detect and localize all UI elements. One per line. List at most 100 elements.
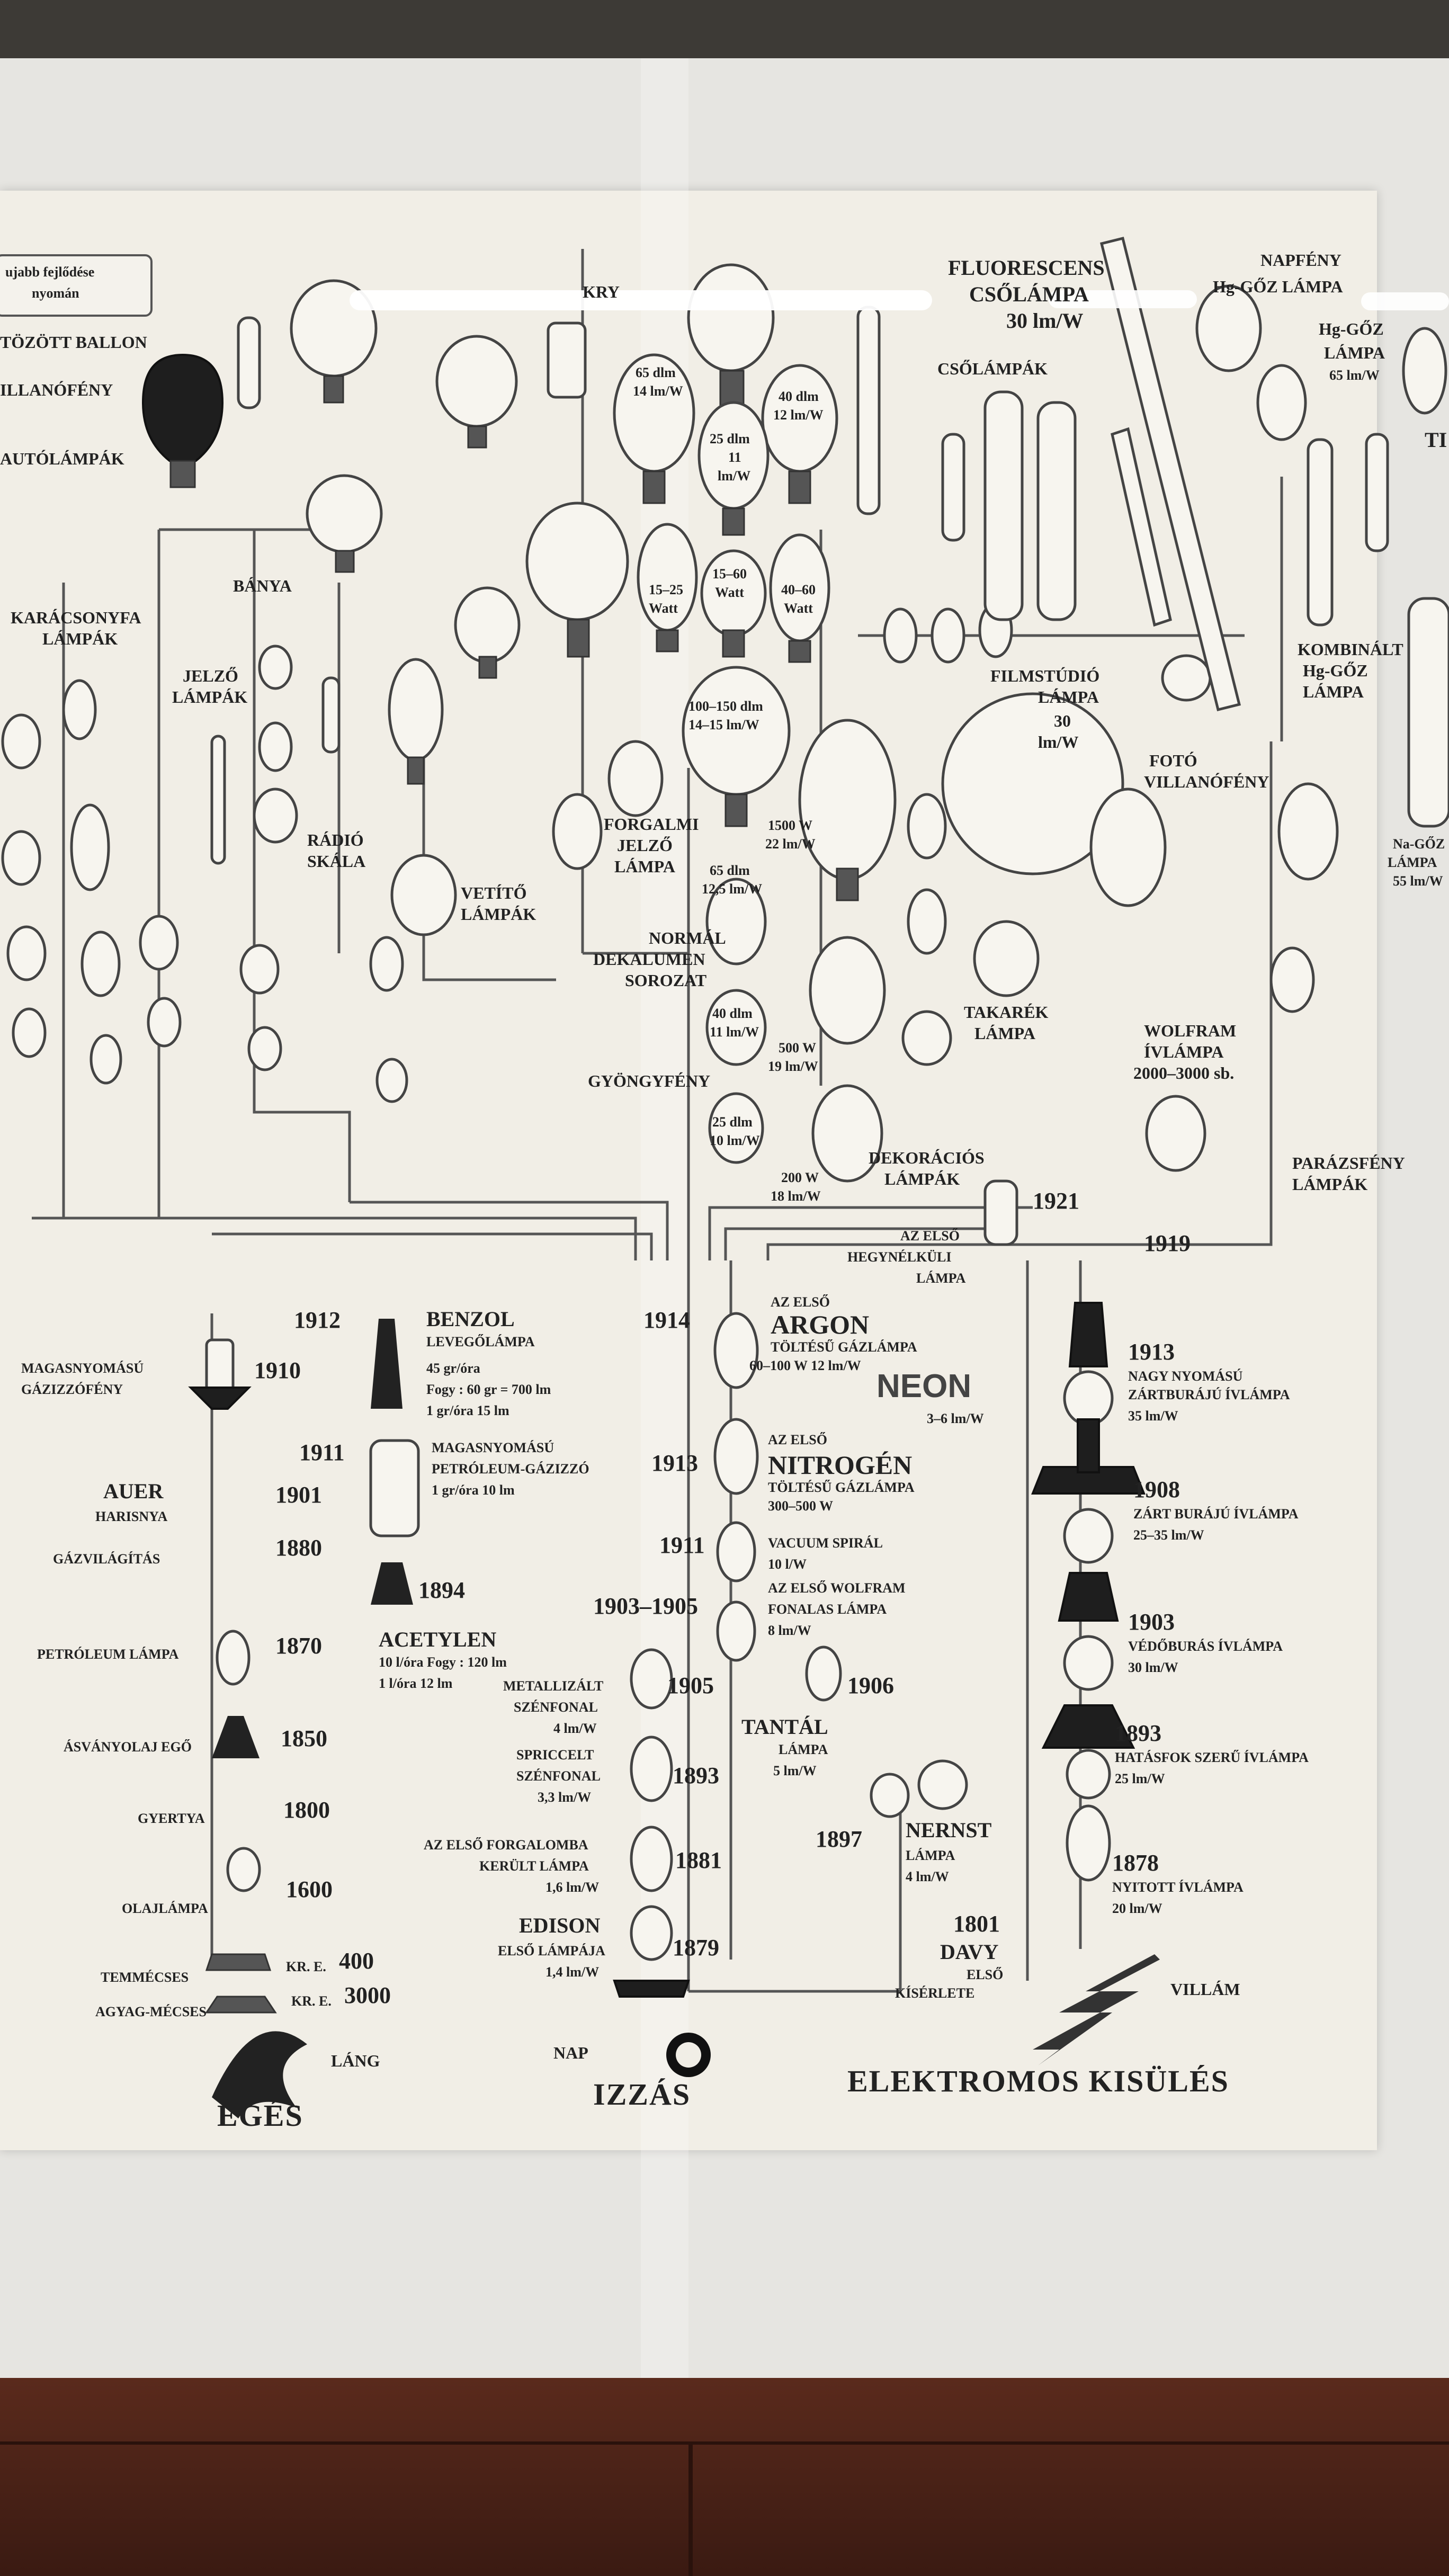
label-radio: SKÁLA (307, 852, 366, 871)
spec-label: 1 l/óra 12 lm (379, 1676, 453, 1691)
year-label: 1921 (1033, 1188, 1079, 1214)
year-label: 1908 (1133, 1477, 1180, 1502)
label-acetylen: ACETYLEN (379, 1627, 497, 1651)
label-harisnya: HARISNYA (95, 1509, 168, 1524)
label-edison-sub: ELSŐ LÁMPÁJA (498, 1943, 605, 1958)
label-na-goz: 55 lm/W (1393, 873, 1443, 889)
spec-label: 5 lm/W (773, 1763, 817, 1778)
spec-label: LÁMPA (906, 1848, 955, 1863)
label-petroleum-gazizzo: MAGASNYOMÁSÚ (432, 1440, 554, 1455)
label-edison: EDISON (519, 1913, 601, 1937)
year-label: 1600 (286, 1876, 333, 1902)
spec-label: KÍSÉRLETE (895, 1985, 975, 2001)
glass-glare (1361, 292, 1449, 310)
spec-label: 30 lm/W (1128, 1660, 1178, 1675)
label-normal: DEKALUMEN (593, 950, 705, 969)
spec-label: 14 lm/W (633, 383, 683, 399)
label-metallizalt: SZÉNFONAL (514, 1700, 598, 1715)
label-elso-hegynelkuli: AZ ELSŐ (900, 1228, 960, 1244)
label-foto: VILLANÓFÉNY (1144, 772, 1269, 791)
spec-label: 1,6 lm/W (545, 1880, 600, 1895)
label-wolfram: 2000–3000 sb. (1133, 1063, 1235, 1083)
year-label: 1850 (281, 1725, 327, 1751)
label-foto: FOTÓ (1149, 751, 1197, 770)
lower-lamps (188, 1179, 1146, 2118)
label-na-goz: LÁMPA (1388, 855, 1437, 870)
label-karacsonyfa: KARÁCSONYFA (11, 608, 141, 627)
label-takarek: TAKARÉK (964, 1003, 1049, 1022)
label-spriccelt: SPRICCELT (516, 1747, 594, 1763)
year-label: 1870 (275, 1633, 322, 1659)
label-temmecses: TEMMÉCSES (101, 1970, 189, 1985)
spec-label: 14–15 lm/W (688, 717, 759, 732)
label-az-elso: AZ ELSŐ (768, 1432, 827, 1447)
spec-label: 65 dlm (710, 863, 750, 878)
year-label: 1911 (659, 1532, 705, 1558)
label-wolfram: WOLFRAM (1144, 1021, 1237, 1040)
year-label: 1894 (418, 1577, 465, 1603)
label-gazvilagitas: GÁZVILÁGÍTÁS (53, 1551, 160, 1567)
spec-label: 1500 W (768, 818, 813, 833)
corner-note-box (0, 254, 153, 317)
label-wolfram-fonalas: AZ ELSŐ WOLFRAM (768, 1580, 906, 1596)
spec-label: 300–500 W (768, 1498, 834, 1514)
label-gyertya: GYERTYA (138, 1811, 205, 1826)
label-kombinalt: Hg-GŐZ (1303, 661, 1368, 680)
label-nernst: NERNST (906, 1818, 992, 1842)
label-filmstudio: LÁMPA (1038, 687, 1099, 706)
spec-label: TÖLTÉSŰ GÁZLÁMPA (768, 1480, 915, 1495)
label-kr-e: KR. E. (291, 1993, 332, 2009)
label-banya: BÁNYA (233, 576, 292, 595)
label-elso-forgalomba: KERÜLT LÁMPA (479, 1858, 589, 1874)
label-elso-forgalomba: AZ ELSŐ FORGALOMBA (424, 1837, 588, 1853)
year-label: 1914 (643, 1307, 690, 1333)
label-parazsfeny: LÁMPÁK (1292, 1175, 1368, 1194)
spec-label: VÉDŐBURÁS ÍVLÁMPA (1128, 1639, 1283, 1654)
spec-label: 15–25 (649, 582, 683, 597)
category-title-eges: ÉGÉS (217, 2098, 303, 2133)
spec-label: 60–100 W 12 lm/W (749, 1358, 861, 1373)
year-label: 1911 (299, 1439, 345, 1465)
label-wolfram-fonalas: FONALAS LÁMPA (768, 1602, 887, 1617)
spec-label: 20 lm/W (1112, 1901, 1162, 1916)
label-forgalmi: JELZŐ (617, 836, 673, 855)
label-kr-e: KR. E. (286, 1959, 326, 1974)
spec-label: 25 dlm (710, 431, 750, 446)
label-kry: KRY (583, 282, 620, 301)
spec-label: 3,3 lm/W (538, 1790, 592, 1805)
label-davy: DAVY (940, 1940, 999, 1964)
spec-label: TÖLTÉSŰ GÁZLÁMPA (771, 1339, 917, 1355)
label-dekoracios: LÁMPÁK (884, 1169, 960, 1188)
spec-label: 35 lm/W (1128, 1408, 1178, 1424)
year-label: 1901 (275, 1482, 322, 1508)
spec-label: 500 W (779, 1040, 817, 1056)
spec-label: 22 lm/W (765, 836, 816, 852)
label-villanofeny: ILLANÓFÉNY (0, 380, 113, 399)
spec-label: 8 lm/W (768, 1623, 811, 1638)
year-label: 1893 (1115, 1720, 1161, 1746)
label-jelzo: LÁMPÁK (172, 687, 248, 706)
spec-label: 200 W (781, 1170, 819, 1185)
spec-label: 1 gr/óra 10 lm (432, 1482, 515, 1498)
label-fluorescens: FLUORESCENS (948, 256, 1105, 280)
year-label: 1893 (673, 1763, 719, 1788)
glass-glare (1049, 290, 1197, 308)
spec-label: 10 lm/W (710, 1133, 760, 1148)
label-lang: LÁNG (331, 2051, 380, 2070)
year-label: 1906 (847, 1672, 894, 1698)
label-hggoz: 65 lm/W (1329, 368, 1380, 383)
spec-label: 25 lm/W (1115, 1771, 1165, 1786)
cabinet-door-gap (688, 2445, 693, 2576)
spec-label: ZÁRT BURÁJÚ ÍVLÁMPA (1133, 1506, 1299, 1522)
year-label: 1880 (275, 1535, 322, 1561)
label-filmstudio: FILMSTÚDIÓ (990, 666, 1100, 685)
label-radio: RÁDIÓ (307, 830, 364, 849)
top-bulbs (1, 236, 1449, 1241)
label-auer: AUER (103, 1479, 164, 1503)
year-label: 1800 (283, 1797, 330, 1823)
label-argon: ARGON (771, 1310, 870, 1339)
label-jelzo: JELZŐ (183, 666, 238, 685)
spec-label: 11 lm/W (710, 1024, 759, 1040)
year-label: 3000 (344, 1982, 391, 2008)
label-kombinalt: LÁMPA (1303, 682, 1364, 701)
